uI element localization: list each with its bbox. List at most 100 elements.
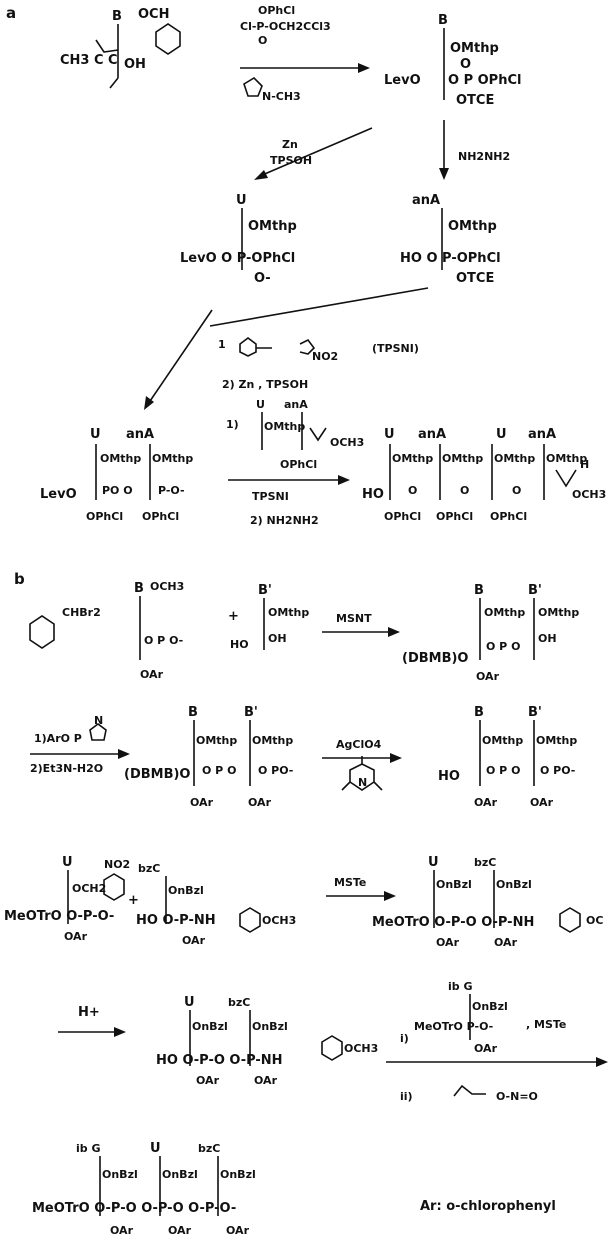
- b-step-i-chain: MeOTrO P-O-: [414, 1020, 493, 1033]
- a-dimer-base-2: anA: [126, 427, 154, 442]
- b-final-backbone: [99, 1156, 219, 1216]
- a-arrow-hydrazine-head: [439, 168, 449, 180]
- a-tetra-base-4: anA: [528, 427, 556, 442]
- a-reagent-line-1: OPhCl: [258, 4, 295, 17]
- a-imidazole-label: N-CH3: [262, 90, 301, 103]
- a-prod1-o: O: [460, 57, 471, 72]
- b-dimer2-oar-2: OAr: [248, 796, 272, 809]
- a-no2: NO2: [312, 350, 338, 363]
- a-dimer-omthp-2: OMthp: [152, 452, 193, 465]
- b-bzc-och3: OCH3: [262, 914, 296, 927]
- b-bzc-onbzl: OnBzl: [168, 884, 204, 897]
- b-starting-material: CHBr2 B OCH3 O P O- OAr: [29, 580, 184, 681]
- b-ubz-onbzl-1: OnBzl: [436, 878, 472, 891]
- a-starting-material: B OCH CH3 C C OH: [60, 7, 181, 89]
- b-h-plus: H+: [78, 1005, 100, 1020]
- pyridine-ring-icon: [341, 756, 383, 791]
- b-dimer1-oh: OH: [538, 632, 557, 645]
- a-dimer-backbone: [95, 444, 151, 500]
- a-tetra-base-3: U: [496, 427, 507, 442]
- b-dimer-1: B B' OMthp OMthp (DBMB)O O P O OH OAr: [402, 583, 579, 683]
- a-arrow-converge-left: [147, 309, 213, 405]
- b-dimer2-omthp-2: OMthp: [252, 734, 293, 747]
- a-tetra-p-2: O: [460, 484, 469, 497]
- b-dimer1-p: O P O: [486, 640, 520, 653]
- b-ubz-base-2: bzC: [474, 856, 496, 869]
- a-coupling-omthp: OMthp: [264, 420, 305, 433]
- a-coupling-och3: OCH3: [330, 436, 364, 449]
- b-step-i-onbzl: OnBzl: [472, 1000, 508, 1013]
- a-reagent-imidazole: N-CH3: [243, 76, 301, 103]
- b-step-i-oar: OAr: [474, 1042, 498, 1055]
- a-tpsni-step: 1: [218, 338, 226, 351]
- b-dimer2-base-1: B: [188, 705, 198, 720]
- b-dimer1-oar: OAr: [476, 670, 500, 683]
- b-final-oar-1: OAr: [110, 1224, 134, 1237]
- b-dimer3-base-2: B': [528, 705, 542, 720]
- a-start-backbone: [95, 24, 119, 89]
- b-ubz-chain: MeOTrO O-P-O O-P-NH: [372, 915, 534, 930]
- b-final-base-2: bzC: [198, 1142, 220, 1155]
- b-arrow-msnt-head: [388, 627, 400, 637]
- b-bzc-monomer: bzC OnBzl HO O-P-NH OCH3 OAr: [136, 862, 296, 947]
- b-dimer2-p-2: O PO-: [258, 764, 293, 777]
- b-dimer1-left: (DBMB)O: [402, 651, 468, 666]
- b-dimer2-oar-1: OAr: [190, 796, 214, 809]
- b-bzc-base: bzC: [138, 862, 160, 875]
- a-tpsni-conditions: 1 NO2 (TPSNI) 2) Zn , TPSOH: [218, 337, 419, 391]
- tpsni-structure-icon: [239, 337, 316, 357]
- b-start-oar: OAr: [140, 668, 164, 681]
- a-inter-left-chain: LevO O P-OPhCl: [180, 251, 295, 266]
- a-tetra-base-2: anA: [418, 427, 446, 442]
- b-ubz-end: OC: [586, 914, 603, 927]
- a-dimer-ophcl-2: OPhCl: [142, 510, 179, 523]
- b-partner-ho: HO: [230, 638, 249, 651]
- b-ubz2-onbzl-2: OnBzl: [252, 1020, 288, 1033]
- b-nitro-base: U: [62, 855, 73, 870]
- b-nitrobenzyl-monomer: U NO2 OCH2 MeOTrO O-P-O- OAr +: [4, 855, 139, 943]
- b-final-oar-3: OAr: [226, 1224, 250, 1237]
- b-step-i-mste: , MSTe: [526, 1018, 566, 1031]
- a-tetra-left: HO: [362, 487, 384, 502]
- b-dinucleotide-2: U bzC OnBzl OnBzl HO O-P-O O-P-NH OCH3 O…: [156, 995, 378, 1087]
- b-dimer2-omthp-1: OMthp: [196, 734, 237, 747]
- a-arrow-zn-head: [254, 170, 268, 180]
- a-inter-right-omthp: OMthp: [448, 219, 497, 234]
- b-phos-step-n: N: [94, 714, 103, 727]
- a-coupling-step-1: 1): [226, 418, 239, 431]
- a-zn-tpsoh-step: 2) Zn , TPSOH: [222, 378, 308, 391]
- b-dimer3-backbone: [479, 720, 535, 786]
- a-coupling-conditions: 1) U anA OMthp OPhCl OCH3: [226, 398, 364, 471]
- a-start-ring: [155, 23, 181, 55]
- b-phos-step-1: 1)ArO P: [34, 732, 82, 745]
- b-dimer3-base-1: B: [474, 705, 484, 720]
- b-ubz2-oar-1: OAr: [196, 1074, 220, 1087]
- a-tetramer: U anA U anA OMthp OMthp OMthp OMthp HO O…: [362, 427, 606, 523]
- b-nitro-oar: OAr: [64, 930, 88, 943]
- b-dimer3-left: HO: [438, 769, 460, 784]
- a-arrow-zn: [259, 127, 373, 177]
- b-mste-reagent: MSTe: [334, 876, 366, 889]
- a-tetra-ophcl-3: OPhCl: [490, 510, 527, 523]
- a-dimer-left: LevO: [40, 487, 77, 502]
- b-nitro-och2: OCH2: [72, 882, 106, 895]
- b-dimer1-omthp-1: OMthp: [484, 606, 525, 619]
- b-final-onbzl-1: OnBzl: [102, 1168, 138, 1181]
- a-arrow-coupling-head: [338, 475, 350, 485]
- b-dinucleotide-1: U bzC OnBzl OnBzl MeOTrO O-P-O O-P-NH OC…: [372, 855, 603, 949]
- b-ubz2-chain: HO O-P-O O-P-NH: [156, 1053, 283, 1068]
- b-final-onbzl-2: OnBzl: [162, 1168, 198, 1181]
- b-final-chain: MeOTrO O-P-O O-P-O O-P-O-: [32, 1201, 236, 1216]
- b-pyridine-n: N: [358, 776, 367, 789]
- b-legend: Ar: o-chlorophenyl: [420, 1199, 556, 1214]
- b-msnt-reagent: MSNT: [336, 612, 372, 625]
- a-tetra-omthp-3: OMthp: [494, 452, 535, 465]
- a-prod1-omthp: OMthp: [450, 41, 499, 56]
- a-tetra-p-1: O: [408, 484, 417, 497]
- b-dimer3-omthp-2: OMthp: [536, 734, 577, 747]
- a-tetra-omthp-4: OMthp: [546, 452, 587, 465]
- b-collidine: N: [341, 756, 383, 791]
- a-reagent-hydrazine: NH2NH2: [458, 150, 510, 163]
- b-final-step-conditions: i) ib G OnBzl MeOTrO P-O- OAr , MSTe ii)…: [400, 980, 566, 1103]
- b-arrow-mste-head: [384, 891, 396, 901]
